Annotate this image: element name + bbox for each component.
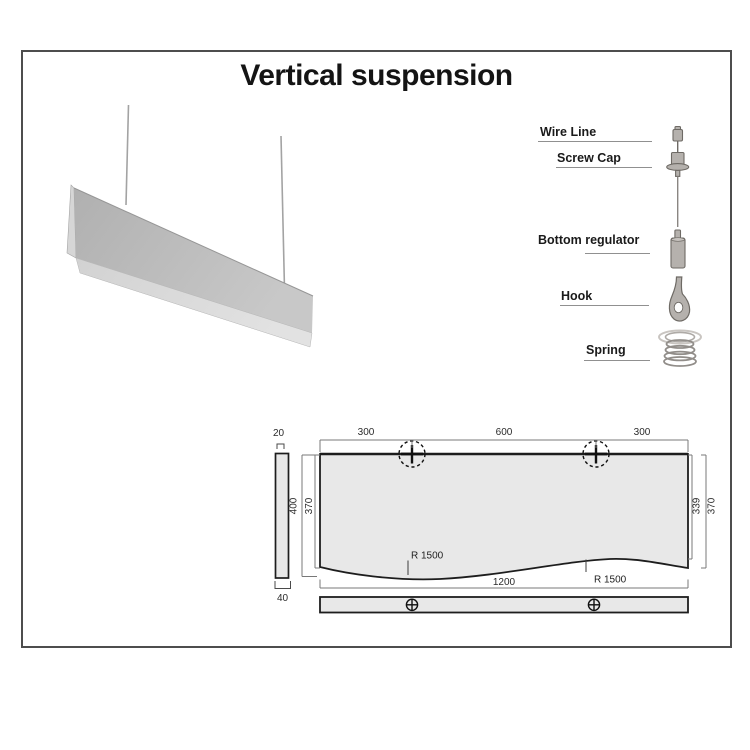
dim-length-1200: 1200 bbox=[493, 577, 516, 588]
radius-label-left: R 1500 bbox=[411, 551, 444, 562]
screw-point-left bbox=[405, 598, 419, 612]
part-label-screw-cap: Screw Cap bbox=[557, 151, 621, 165]
part-label-bottom-regulator: Bottom regulator bbox=[538, 233, 640, 247]
part-leader-wire-line bbox=[538, 141, 652, 142]
dim-top-300-right: 300 bbox=[634, 427, 651, 438]
plan-view-outline bbox=[319, 596, 689, 614]
suspension-wire-right bbox=[280, 135, 286, 290]
dimension-left-370 bbox=[314, 454, 320, 569]
radius-label-right: R 1500 bbox=[594, 575, 627, 586]
lamp-bottom-face bbox=[75, 257, 313, 348]
dim-bracket-20 bbox=[276, 443, 285, 449]
part-leader-bottom-regulator bbox=[585, 253, 650, 254]
lamp-top-edge bbox=[73, 187, 314, 297]
dimension-length-1200 bbox=[319, 579, 689, 589]
end-view-outline bbox=[274, 452, 290, 579]
part-label-hook: Hook bbox=[561, 289, 593, 303]
dim-bracket-40 bbox=[274, 581, 291, 589]
dim-side-20: 20 bbox=[273, 428, 285, 439]
lamp-illustration bbox=[66, 104, 314, 348]
part-leader-screw-cap bbox=[556, 167, 652, 168]
part-leader-hook bbox=[560, 305, 649, 306]
bottom-regulator-icon bbox=[670, 229, 686, 269]
dim-left-400: 400 bbox=[289, 497, 300, 514]
suspension-kit-diagram bbox=[658, 125, 702, 367]
dim-side-40: 40 bbox=[277, 593, 289, 604]
dim-left-370: 370 bbox=[304, 497, 315, 514]
dim-right-370: 370 bbox=[707, 497, 718, 514]
screw-cap-icon bbox=[666, 151, 690, 177]
dimension-right-370 bbox=[701, 454, 707, 569]
spring-icon bbox=[658, 329, 702, 367]
part-label-wire-line: Wire Line bbox=[540, 125, 597, 139]
dim-top-600: 600 bbox=[496, 427, 513, 438]
dim-right-339: 339 bbox=[692, 497, 703, 514]
part-label-spring: Spring bbox=[586, 343, 626, 357]
dimension-drawing: 300 600 300 20 40 400 370 339 370 R 1500… bbox=[273, 427, 718, 614]
dim-top-300-left: 300 bbox=[358, 427, 375, 438]
hook-icon bbox=[668, 276, 691, 322]
lamp-front-face bbox=[74, 188, 313, 333]
screw-point-right bbox=[587, 598, 601, 612]
suspension-wire-left bbox=[125, 104, 130, 206]
profile-outline bbox=[319, 453, 689, 581]
page-title: Vertical suspension bbox=[240, 59, 513, 92]
wire-line-connector-icon bbox=[672, 125, 684, 153]
part-leader-spring bbox=[584, 360, 650, 361]
dimension-top-chain bbox=[319, 439, 689, 452]
dimension-right-339 bbox=[688, 454, 693, 560]
